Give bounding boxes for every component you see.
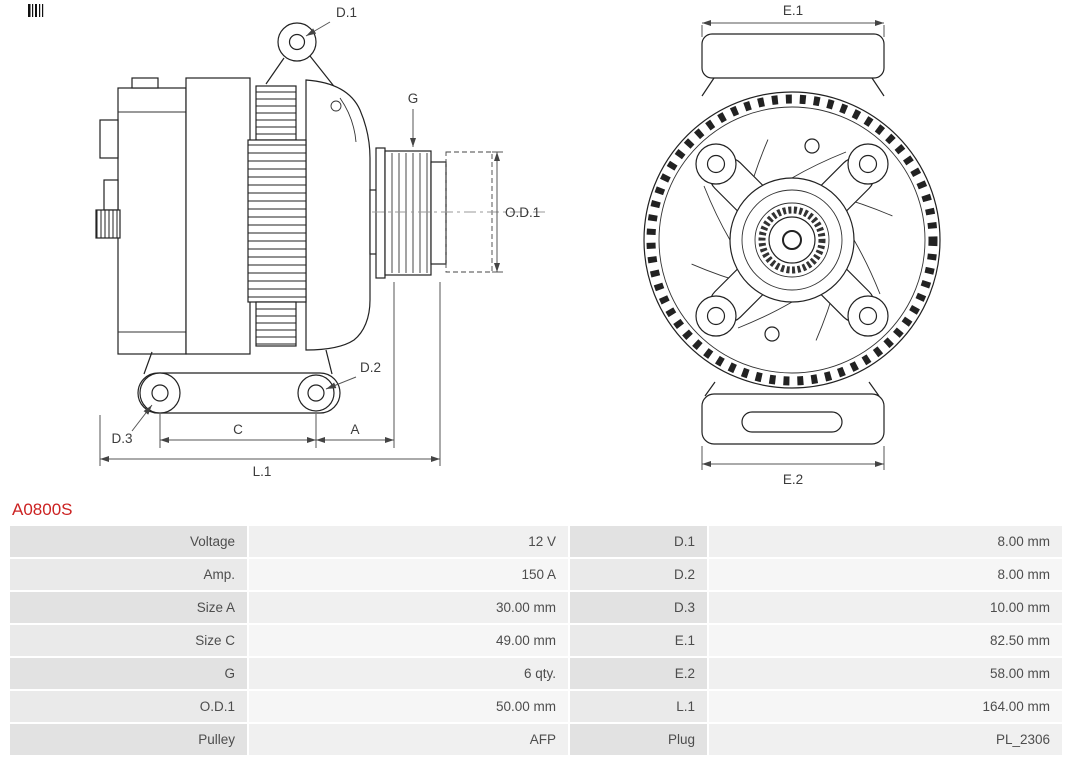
corner-barcode-icon [28,4,44,17]
spec-value: 50.00 mm [249,691,568,722]
spec-value: AFP [249,724,568,755]
bracket-slot [741,411,843,433]
spec-value: 49.00 mm [249,625,568,656]
e1-dimension: E.1 [701,3,885,37]
spec-label: Amp. [10,559,247,590]
middle-housing [185,77,251,355]
spec-label: D.3 [570,592,707,623]
mounting-ears [137,349,341,414]
side-view-drawing: D.1 G O.D.1 D.2 D.3 C A L.1 [95,5,548,479]
pulley [372,147,548,279]
spec-label: D.1 [570,526,707,557]
side-view-dimensions: D.1 G O.D.1 D.2 D.3 C A L.1 [99,5,540,479]
spec-value: 6 qty. [249,658,568,689]
dim-label-l1: L.1 [253,464,272,479]
dim-label-e1: E.1 [783,3,803,18]
spec-value: 150 A [249,559,568,590]
knurled-ring [758,206,826,274]
spec-value: 12 V [249,526,568,557]
spec-label: D.2 [570,559,707,590]
spec-value: 82.50 mm [709,625,1062,656]
spec-label: E.1 [570,625,707,656]
spec-label: Plug [570,724,707,755]
spec-label: Size C [10,625,247,656]
spec-table: Voltage 12 V D.1 8.00 mm Amp. 150 A D.2 … [10,526,1062,755]
dim-label-a: A [350,422,359,437]
technical-drawing-area: D.1 G O.D.1 D.2 D.3 C A L.1 [28,3,941,487]
spec-value: 10.00 mm [709,592,1062,623]
dim-label-d2: D.2 [360,360,381,375]
spec-label: Pulley [10,724,247,755]
dim-label-d1: D.1 [336,5,357,20]
spec-value: 58.00 mm [709,658,1062,689]
hub [729,177,855,303]
dim-label-e2: E.2 [783,472,803,487]
spec-value: 8.00 mm [709,526,1062,557]
e2-dimension: E.2 [701,446,885,487]
spec-value: 164.00 mm [709,691,1062,722]
top-bracket [701,33,885,97]
front-bracket [305,79,379,351]
dim-label-d3: D.3 [111,431,132,446]
spec-label: Size A [10,592,247,623]
dim-label-od1: O.D.1 [505,205,540,220]
spec-label: L.1 [570,691,707,722]
part-number: A0800S [12,500,73,519]
rear-housing [95,77,187,355]
spec-label: O.D.1 [10,691,247,722]
dim-label-c: C [233,422,243,437]
spec-label: G [10,658,247,689]
spec-label: Voltage [10,526,247,557]
fan-blades [691,138,893,342]
spec-value: 8.00 mm [709,559,1062,590]
front-view-drawing: E.1 [643,3,941,487]
spec-label: E.2 [570,658,707,689]
dim-label-g: G [408,91,419,106]
stator-fins [247,85,307,347]
alternator-drawing: D.1 G O.D.1 D.2 D.3 C A L.1 [28,3,941,487]
spec-value: 30.00 mm [249,592,568,623]
spec-value: PL_2306 [709,724,1062,755]
bottom-bracket [701,381,885,445]
